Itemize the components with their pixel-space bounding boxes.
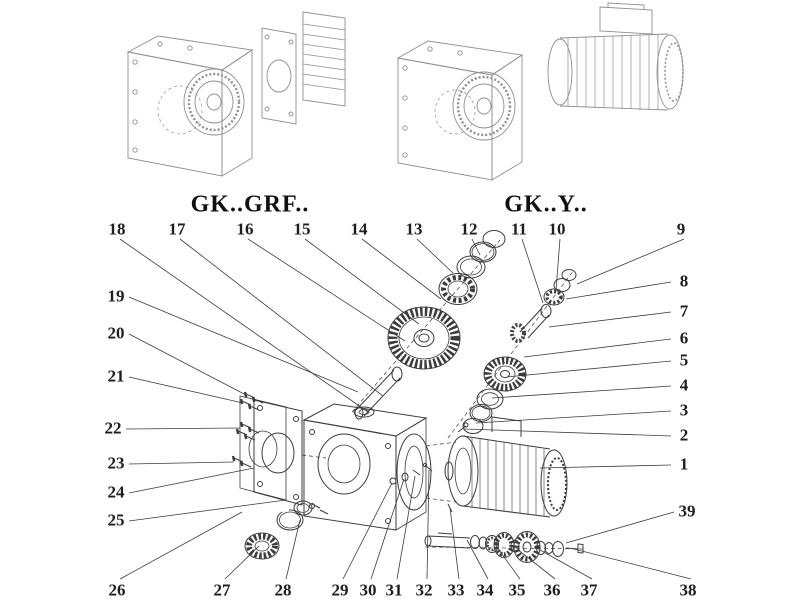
- callout-13: 13: [405, 219, 423, 239]
- leader-line-39: [565, 511, 675, 544]
- leader-line-27: [224, 545, 260, 580]
- callout-7: 7: [679, 301, 689, 321]
- leader-line-1: [539, 464, 672, 469]
- callout-30: 30: [359, 580, 377, 600]
- output-shaft-assembly: [424, 531, 584, 563]
- leader-line-29: [342, 482, 393, 580]
- leader-line-10: [555, 238, 561, 291]
- leader-line-26: [119, 511, 243, 580]
- callout-22: 22: [104, 418, 122, 438]
- callout-27: 27: [213, 580, 231, 600]
- gear-housing: [302, 403, 432, 531]
- callout-28: 28: [274, 580, 292, 600]
- electric-motor: [444, 416, 568, 518]
- callout-21: 21: [107, 366, 125, 386]
- callout-2: 2: [679, 425, 689, 445]
- callout-11: 11: [510, 219, 528, 239]
- assembly-axis-lines: [301, 239, 587, 550]
- leader-line-37: [539, 549, 593, 580]
- leader-line-32: [426, 469, 430, 580]
- leader-line-12: [471, 238, 481, 256]
- leader-line-11: [521, 238, 544, 304]
- callout-1: 1: [679, 454, 689, 474]
- callout-3: 3: [679, 400, 689, 420]
- callout-26: 26: [108, 580, 126, 600]
- leader-line-7: [548, 311, 672, 328]
- leader-line-5: [506, 360, 672, 378]
- leader-line-34: [466, 539, 489, 580]
- leader-line-38: [573, 548, 692, 580]
- leader-line-2: [463, 428, 672, 437]
- callout-29: 29: [331, 580, 349, 600]
- leader-line-35: [495, 545, 521, 580]
- leader-line-17: [179, 238, 384, 397]
- callout-35: 35: [508, 580, 526, 600]
- leader-line-9: [576, 238, 685, 285]
- variant-label-gk-grf: GK..GRF..: [190, 191, 310, 218]
- bearing-and-retainers: [244, 500, 313, 560]
- callout-14: 14: [350, 219, 368, 239]
- leader-line-22: [125, 427, 241, 430]
- exploded-view: [231, 230, 587, 563]
- leader-line-36: [516, 548, 556, 580]
- leader-line-31: [396, 475, 416, 580]
- leader-line-6: [523, 338, 672, 358]
- callout-36: 36: [543, 580, 561, 600]
- callout-23: 23: [107, 453, 125, 473]
- leader-line-15: [304, 238, 420, 325]
- callout-10: 10: [548, 219, 566, 239]
- callout-6: 6: [679, 328, 689, 348]
- callout-17: 17: [168, 219, 186, 239]
- callout-37: 37: [580, 580, 598, 600]
- flange-bolts: [231, 391, 329, 515]
- callout-31: 31: [385, 580, 403, 600]
- leader-line-21: [128, 376, 244, 404]
- leader-line-23: [128, 461, 235, 465]
- leader-line-14: [361, 238, 442, 300]
- leader-line-8: [565, 281, 672, 300]
- mounting-flange: [253, 399, 303, 506]
- callout-25: 25: [107, 510, 125, 530]
- callout-12: 12: [460, 219, 478, 239]
- leader-line-19: [128, 296, 359, 393]
- leader-line-13: [416, 238, 454, 274]
- callout-15: 15: [293, 219, 311, 239]
- gasket: [239, 395, 287, 501]
- callout-8: 8: [679, 271, 689, 291]
- leader-line-16: [247, 238, 406, 342]
- leader-line-30: [370, 478, 405, 580]
- leader-line-28: [285, 519, 301, 580]
- callout-leader-lines: [119, 238, 692, 580]
- drawing-gk-y: [396, 2, 684, 181]
- drawing-gk-grf: [126, 11, 346, 177]
- callout-18: 18: [108, 219, 126, 239]
- callout-16: 16: [236, 219, 254, 239]
- variant-label-gk-y: GK..Y..: [504, 191, 588, 218]
- callout-5: 5: [679, 350, 689, 370]
- callout-19: 19: [107, 286, 125, 306]
- callout-24: 24: [107, 482, 125, 502]
- leader-line-24: [128, 467, 255, 494]
- callout-32: 32: [415, 580, 433, 600]
- leader-line-25: [128, 499, 287, 522]
- leader-line-33: [449, 507, 460, 580]
- callout-38: 38: [679, 580, 697, 600]
- callout-39: 39: [678, 501, 696, 521]
- bevel-pinion-set: [462, 269, 577, 434]
- leader-line-18: [119, 238, 369, 413]
- leader-line-20: [128, 333, 247, 396]
- callout-20: 20: [107, 323, 125, 343]
- leader-line-3: [475, 410, 672, 424]
- callout-33: 33: [447, 580, 465, 600]
- callout-34: 34: [476, 580, 494, 600]
- leader-line-4: [491, 385, 672, 399]
- callout-9: 9: [676, 219, 686, 239]
- callout-4: 4: [679, 375, 689, 395]
